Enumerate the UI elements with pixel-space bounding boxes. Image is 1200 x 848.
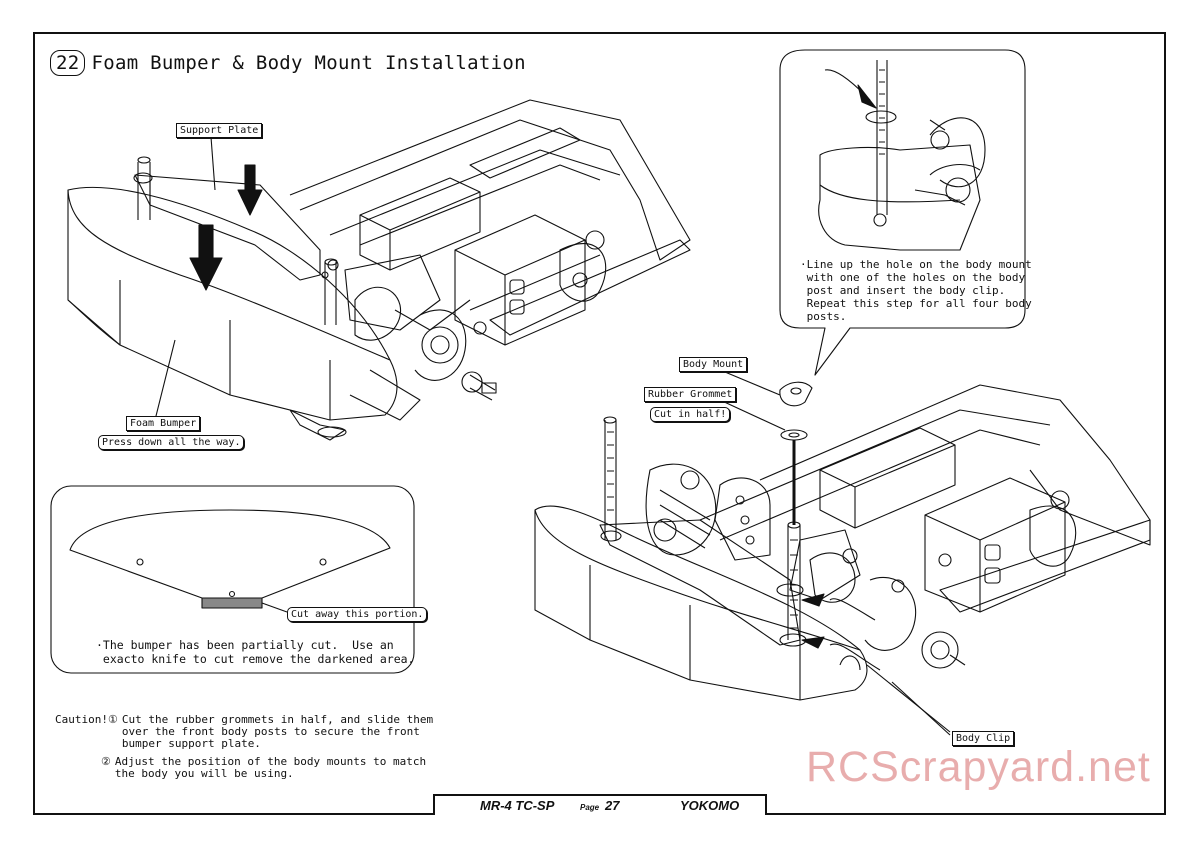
right-chassis-drawing	[534, 371, 1151, 736]
left-chassis-drawing	[67, 99, 691, 441]
support-plate-label: Support Plate	[176, 123, 263, 138]
footer-model: MR-4 TC-SP	[480, 798, 555, 813]
press-down-note: Press down all the way.	[98, 435, 245, 450]
cut-away-note: Cut away this portion.	[287, 607, 428, 622]
body-mount-instruction: ·Line up the hole on the body mount with…	[800, 258, 1032, 323]
caution-block: Caution! ① Cut the rubber grommets in ha…	[55, 714, 433, 780]
bumper-cut-instruction: ·The bumper has been partially cut. Use …	[96, 638, 415, 666]
page-footer: MR-4 TC-SP Page 27 YOKOMO	[433, 794, 767, 815]
callout-bubble	[779, 49, 1026, 376]
footer-page-number: 27	[605, 798, 620, 813]
step-number: 22	[50, 50, 86, 76]
caution-item-2-number: ②	[101, 755, 111, 768]
rubber-grommet-label: Rubber Grommet	[644, 387, 737, 402]
step-title: Foam Bumper & Body Mount Installation	[91, 52, 526, 74]
step-heading: 22 Foam Bumper & Body Mount Installation	[50, 50, 526, 76]
caution-item-1-number: ①	[107, 713, 118, 726]
footer-page-label: Page	[580, 803, 600, 812]
body-clip-label: Body Clip	[952, 731, 1015, 746]
bumper-cut-callout	[50, 485, 415, 674]
foam-bumper-label: Foam Bumper	[126, 416, 201, 431]
caution-prefix: Caution!	[55, 713, 108, 726]
watermark: RCScrapyard.net	[806, 743, 1151, 791]
caution-item-1: Cut the rubber grommets in half, and sli…	[121, 713, 434, 750]
callout-detail-drawing	[818, 60, 986, 251]
bumper-cut-drawing	[69, 509, 391, 613]
caution-item-2: Adjust the position of the body mounts t…	[114, 755, 427, 780]
body-mount-label: Body Mount	[679, 357, 748, 372]
footer-brand: YOKOMO	[680, 798, 740, 813]
cut-in-half-note: Cut in half!	[650, 407, 731, 422]
